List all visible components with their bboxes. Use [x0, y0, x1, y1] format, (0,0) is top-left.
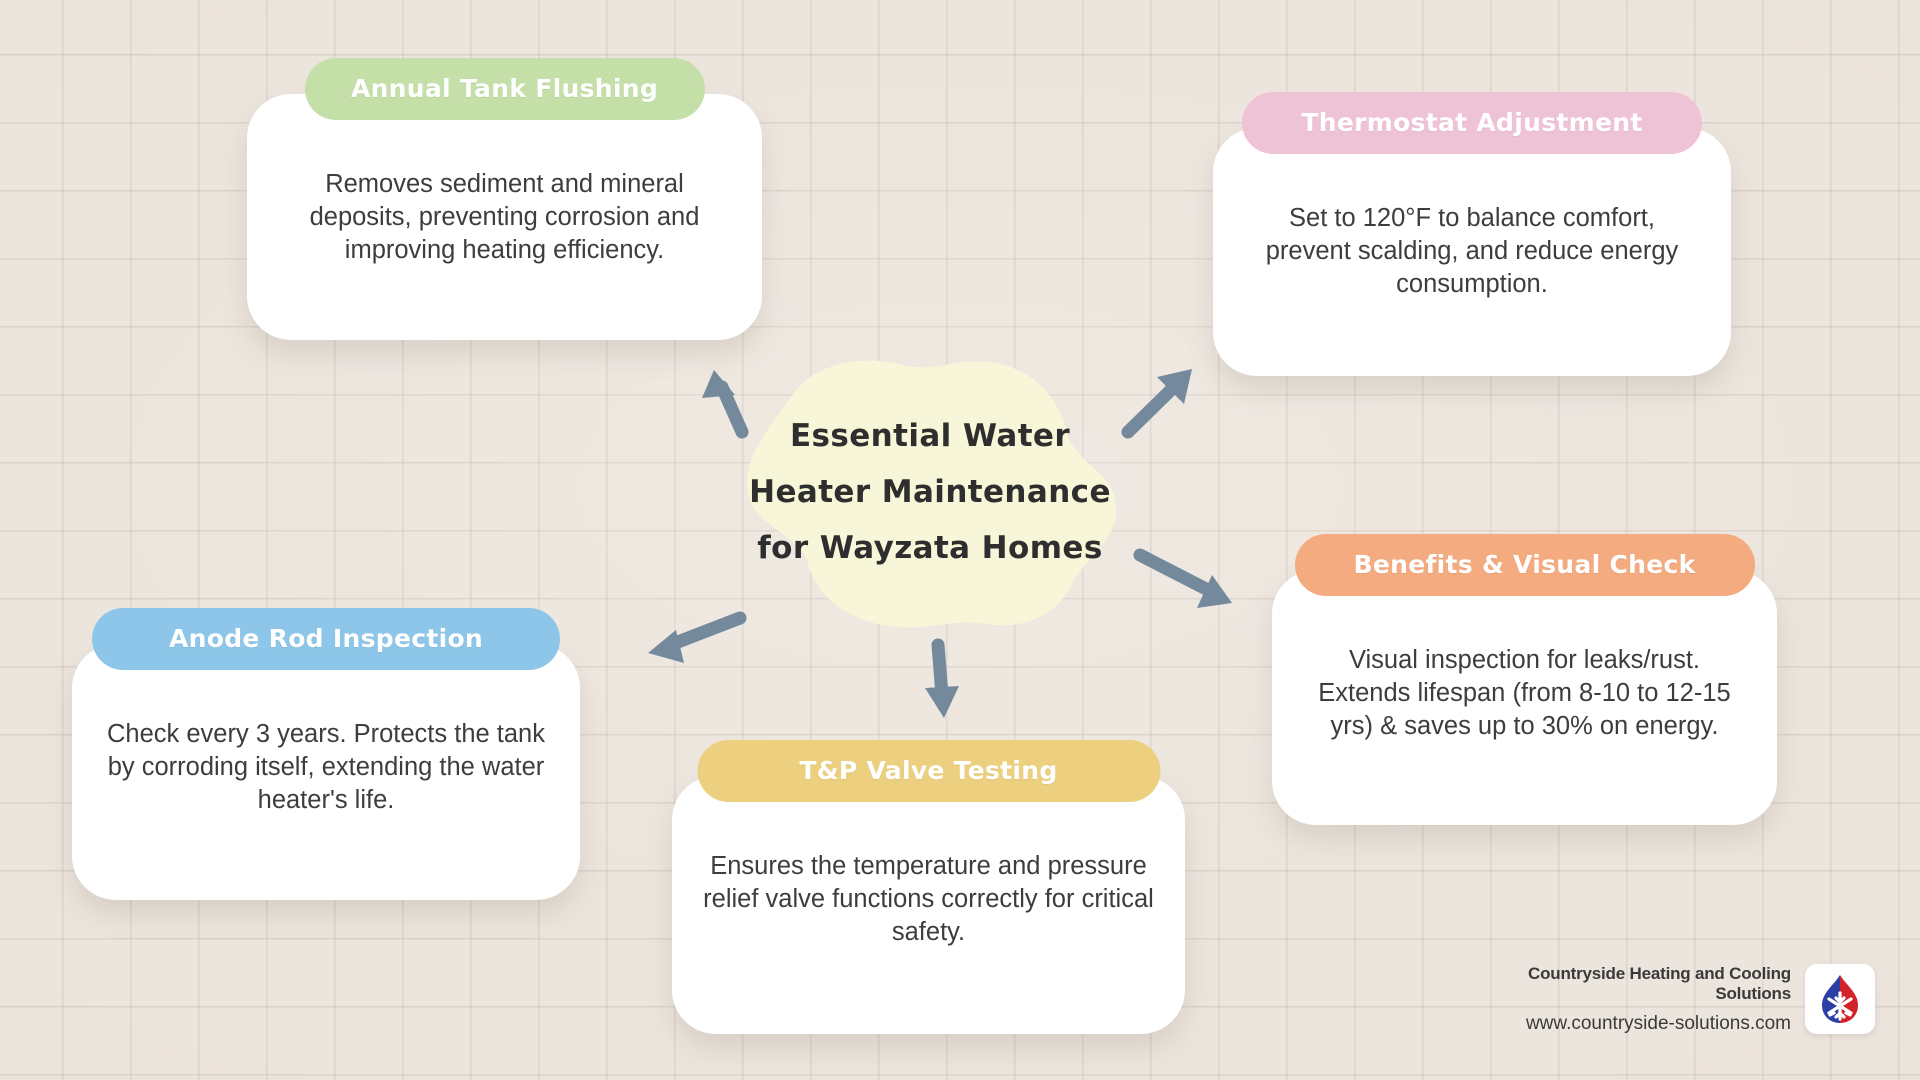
- card-body: Visual inspection for leaks/rust. Extend…: [1272, 570, 1777, 825]
- card-header-benefits-visual-check: Benefits & Visual Check: [1294, 534, 1755, 596]
- card-body: Set to 120°F to balance comfort, prevent…: [1213, 128, 1731, 376]
- card-body: Ensures the temperature and pressure rel…: [672, 776, 1185, 1034]
- arrow-down-right: [1133, 548, 1232, 608]
- center-blob-shape: [746, 360, 1117, 628]
- card-description: Set to 120°F to balance comfort, prevent…: [1265, 204, 1679, 298]
- card-description: Visual inspection for leaks/rust. Extend…: [1318, 646, 1731, 740]
- arrow-up-left: [702, 370, 749, 439]
- card-header-anode-rod-inspection: Anode Rod Inspection: [92, 608, 560, 670]
- arrow-up-right: [1121, 369, 1192, 439]
- card-body: Removes sediment and mineral deposits, p…: [247, 94, 762, 340]
- footer-branding: Countryside Heating and Cooling Solution…: [1475, 955, 1875, 1043]
- company-website[interactable]: www.countryside-solutions.com: [1525, 1012, 1791, 1034]
- company-logo: [1805, 964, 1875, 1034]
- card-description: Check every 3 years. Protects the tank b…: [107, 720, 545, 814]
- card-header-annual-tank-flushing: Annual Tank Flushing: [304, 58, 705, 120]
- center-title: Essential Water Heater Maintenance for W…: [749, 418, 1111, 566]
- company-name: Countryside Heating and Cooling Solution…: [1528, 963, 1791, 1003]
- card-header-tp-valve-testing: T&P Valve Testing: [697, 740, 1160, 802]
- arrow-down-left: [648, 611, 747, 663]
- card-description: Removes sediment and mineral deposits, p…: [309, 170, 700, 264]
- arrow-down: [925, 638, 959, 718]
- card-header-thermostat-adjustment: Thermostat Adjustment: [1242, 92, 1702, 154]
- brand-text-block: Countryside Heating and Cooling Solution…: [1475, 964, 1791, 1035]
- center-node: Essential Water Heater Maintenance for W…: [740, 352, 1120, 632]
- card-description: Ensures the temperature and pressure rel…: [703, 852, 1154, 946]
- flame-snowflake-icon: [1822, 975, 1858, 1023]
- card-body: Check every 3 years. Protects the tank b…: [72, 644, 580, 900]
